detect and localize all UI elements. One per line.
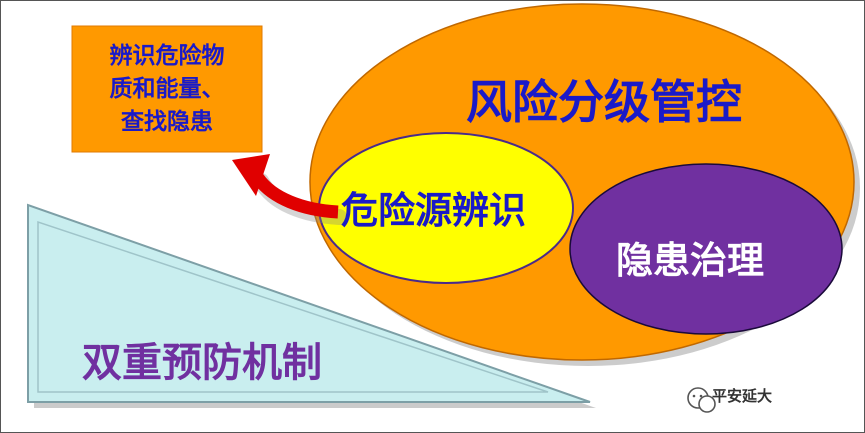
box-line-3: 查找隐患 — [121, 108, 213, 135]
orange-box — [71, 25, 263, 153]
red-arrow-head — [232, 154, 270, 196]
box-line-2: 质和能量、 — [109, 75, 225, 102]
triangle-label: 双重预防机制 — [82, 340, 322, 386]
box-line-1: 辨识危险物 — [109, 42, 225, 69]
purple-ellipse — [569, 163, 843, 335]
orange-box-text: 辨识危险物 质和能量、 查找隐患 — [72, 26, 262, 152]
triangle-wedge-inner — [37, 220, 549, 393]
red-arrow-body — [252, 173, 339, 219]
wechat-icon — [687, 387, 716, 413]
purple-ellipse-label: 隐患治理 — [616, 239, 764, 282]
outer-ellipse-label: 风险分级管控 — [466, 75, 742, 129]
yellow-ellipse-label: 危险源辨识 — [341, 189, 526, 232]
triangle-wedge — [27, 203, 591, 403]
watermark: 平安延大 — [712, 385, 772, 406]
watermark-text: 平安延大 — [712, 387, 773, 405]
